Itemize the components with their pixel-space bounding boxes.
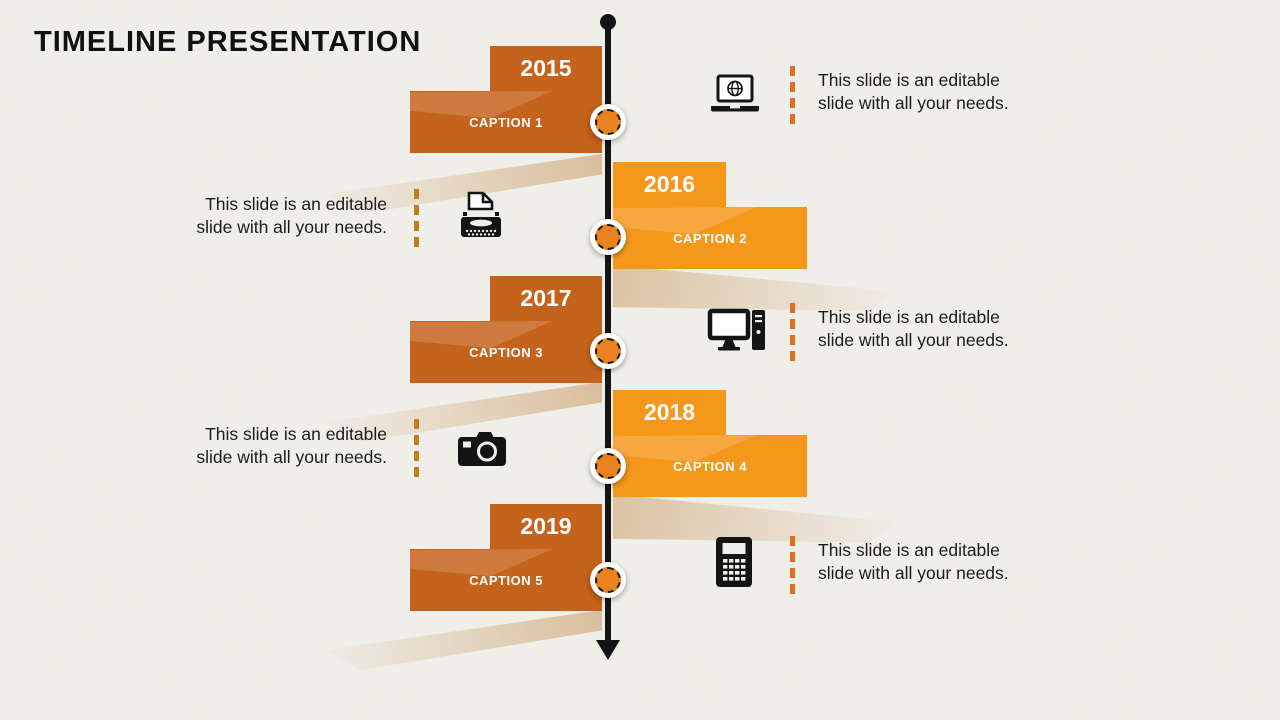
node-dot xyxy=(595,224,621,250)
caption-label: CAPTION 5 xyxy=(469,572,543,588)
desktop-computer-icon xyxy=(707,308,767,354)
node-dot xyxy=(595,338,621,364)
dashed-divider xyxy=(414,419,419,477)
year-tab-2018: 2018 xyxy=(613,390,726,435)
page-title: TIMELINE PRESENTATION xyxy=(34,26,422,58)
timeline-node-2017 xyxy=(590,333,626,369)
note-text-4: This slide is an editable slide with all… xyxy=(196,424,387,467)
timeline-node-2016 xyxy=(590,219,626,255)
node-dot xyxy=(595,109,621,135)
timeline-arrow-icon xyxy=(596,640,620,660)
note-text-5: This slide is an editable slide with all… xyxy=(818,540,1009,583)
year-label: 2017 xyxy=(520,285,572,311)
year-tab-2016: 2016 xyxy=(613,162,726,207)
dashed-divider xyxy=(414,189,419,247)
dashed-divider xyxy=(790,536,795,594)
calculator-icon xyxy=(714,536,754,588)
caption-banner-1: CAPTION 1 xyxy=(410,91,602,153)
typewriter-icon xyxy=(455,190,507,242)
node-dot xyxy=(595,567,621,593)
year-tab-2019: 2019 xyxy=(490,504,602,549)
note-text-3: This slide is an editable slide with all… xyxy=(818,307,1009,350)
dashed-divider xyxy=(790,303,795,361)
caption-label: CAPTION 1 xyxy=(469,114,543,130)
year-label: 2018 xyxy=(643,399,696,425)
timeline-node-2018 xyxy=(590,448,626,484)
year-tab-2015: 2015 xyxy=(490,46,602,91)
node-dot xyxy=(595,453,621,479)
swoosh-shadow xyxy=(322,609,602,670)
timeline-node-2019 xyxy=(590,562,626,598)
year-label: 2019 xyxy=(520,513,572,539)
year-label: 2016 xyxy=(643,171,696,197)
timeline-node-2015 xyxy=(590,104,626,140)
caption-label: CAPTION 2 xyxy=(673,230,747,246)
note-text-1: This slide is an editable slide with all… xyxy=(818,70,1009,113)
camera-icon xyxy=(456,429,508,469)
caption-banner-2: CAPTION 2 xyxy=(613,207,807,269)
laptop-globe-icon xyxy=(707,74,763,116)
caption-banner-4: CAPTION 4 xyxy=(613,435,807,497)
caption-banner-5: CAPTION 5 xyxy=(410,549,602,611)
caption-banner-3: CAPTION 3 xyxy=(410,321,602,383)
caption-label: CAPTION 4 xyxy=(673,458,747,474)
year-tab-2017: 2017 xyxy=(490,276,602,321)
dashed-divider xyxy=(790,66,795,124)
timeline-axis-line xyxy=(605,20,611,640)
caption-label: CAPTION 3 xyxy=(469,344,543,360)
note-text-2: This slide is an editable slide with all… xyxy=(196,194,387,237)
year-label: 2015 xyxy=(520,55,572,81)
